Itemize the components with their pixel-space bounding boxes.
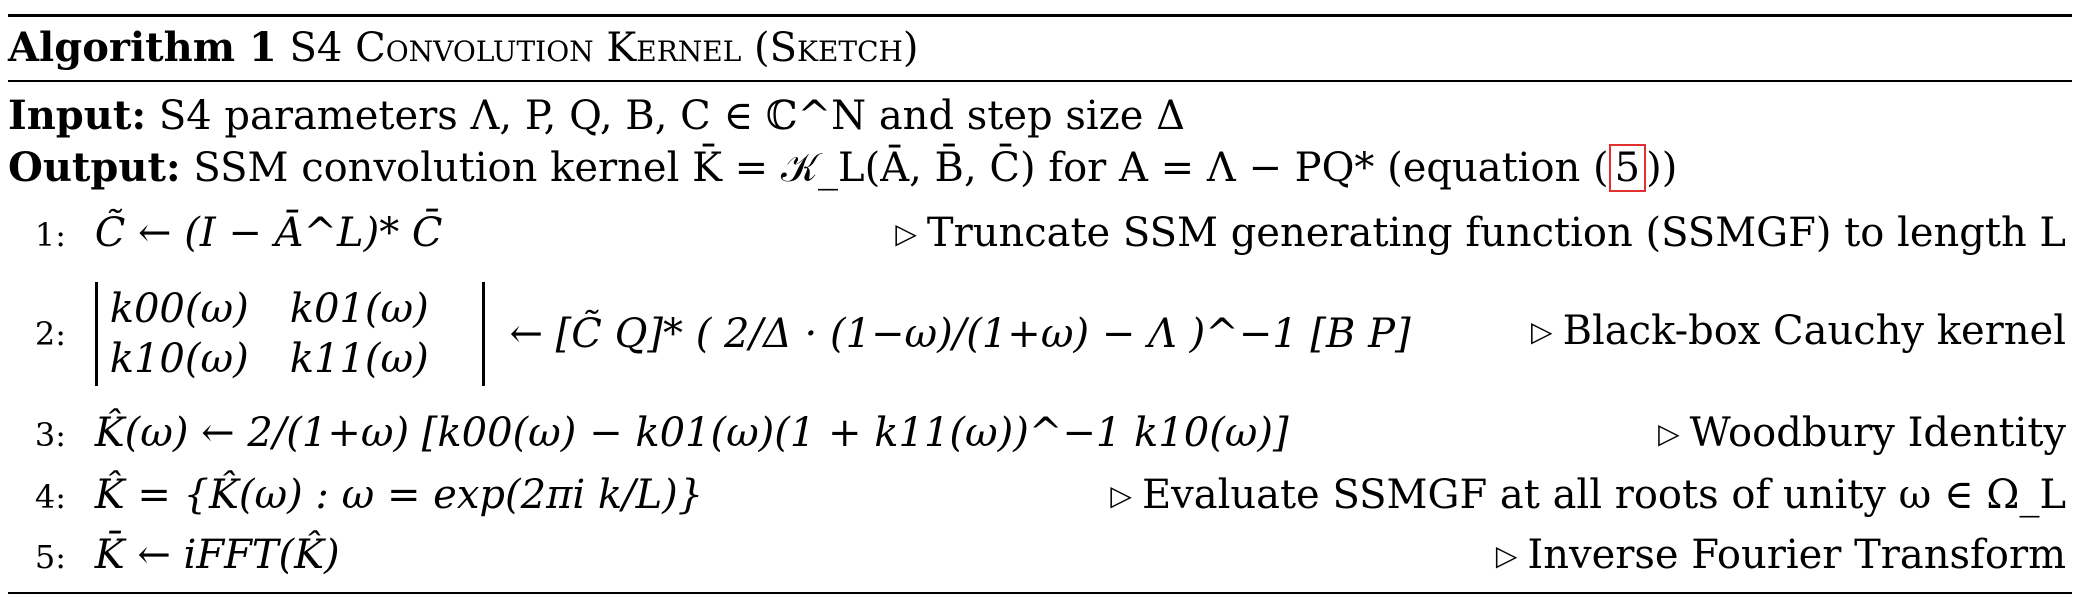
step-expression: C̃ ← (I − Ā^L)* C̄ xyxy=(94,210,443,256)
algorithm-label: Algorithm 1 xyxy=(8,24,277,71)
output-tail: )) xyxy=(1646,145,1678,191)
step-comment-text: Inverse Fourier Transform xyxy=(1527,532,2066,578)
algorithm-header: Algorithm 1 S4 Convolution Kernel (Sketc… xyxy=(8,24,919,71)
input-label: Input: xyxy=(8,92,147,139)
step-expression: K̂ = {K̂(ω) : ω = exp(2πi k/L)} xyxy=(94,472,704,518)
algorithm-title: S4 Convolution Kernel (Sketch) xyxy=(289,25,919,71)
step-comment: ▷ Woodbury Identity xyxy=(1658,410,2066,456)
step-comment: ▷ Inverse Fourier Transform xyxy=(1496,532,2066,578)
step-number: 2: xyxy=(34,315,66,353)
step-number: 5: xyxy=(34,538,66,576)
output-text: SSM convolution kernel K̄ = 𝒦_L(Ā, B̄, C… xyxy=(193,145,1609,191)
step-expression: ← [C̃ Q]* ( 2/Δ · (1−ω)/(1+ω) − Λ )^−1 [… xyxy=(509,311,1411,357)
matrix-cell: k00(ω) xyxy=(109,286,249,332)
comment-triangle-icon: ▷ xyxy=(1495,539,1518,572)
comment-triangle-icon: ▷ xyxy=(895,217,917,250)
step-3: 3: K̂(ω) ← 2/(1+ω) [k00(ω) − k01(ω)(1 + … xyxy=(8,410,2072,456)
bottom-rule xyxy=(8,592,2072,594)
step-5: 5: K̄ ← iFFT(K̂) ▷ Inverse Fourier Transf… xyxy=(8,532,2072,578)
step-number: 3: xyxy=(34,416,66,454)
output-line: Output: SSM convolution kernel K̄ = 𝒦_L(… xyxy=(8,144,2072,192)
equation-reference-link[interactable]: 5 xyxy=(1608,144,1647,192)
step-2: 2: k00(ω) k01(ω) k10(ω) k11(ω) ← [C̃ Q]* (… xyxy=(8,282,2072,392)
step-comment-text: Black-box Cauchy kernel xyxy=(1562,308,2066,354)
step-expression: K̂(ω) ← 2/(1+ω) [k00(ω) − k01(ω)(1 + k11… xyxy=(94,410,1289,456)
matrix-cell: k01(ω) xyxy=(289,286,429,332)
top-rule xyxy=(8,14,2072,17)
step-expression: K̄ ← iFFT(K̂) xyxy=(94,532,340,578)
comment-triangle-icon: ▷ xyxy=(1110,479,1132,512)
step-1: 1: C̃ ← (I − Ā^L)* C̄ ▷ Truncate SSM gene… xyxy=(8,210,2072,256)
matrix-row: k10(ω) k11(ω) xyxy=(110,334,470,384)
algorithm-box: Algorithm 1 S4 Convolution Kernel (Sketc… xyxy=(8,14,2072,594)
kernel-matrix: k00(ω) k01(ω) k10(ω) k11(ω) xyxy=(94,282,485,386)
output-label: Output: xyxy=(8,144,181,191)
matrix-cell: k10(ω) xyxy=(109,336,249,382)
input-text: S4 parameters Λ, P, Q, B, C ∈ ℂ^N and st… xyxy=(158,93,1186,139)
step-number: 4: xyxy=(34,478,66,516)
matrix-row: k00(ω) k01(ω) xyxy=(110,284,470,334)
step-comment-text: Evaluate SSMGF at all roots of unity ω ∈… xyxy=(1141,472,2066,518)
step-comment: ▷ Black-box Cauchy kernel xyxy=(1531,308,2066,354)
matrix-cell: k11(ω) xyxy=(289,336,429,382)
step-comment: ▷ Evaluate SSMGF at all roots of unity ω … xyxy=(1110,472,2066,518)
step-comment-text: Woodbury Identity xyxy=(1689,410,2066,456)
header-rule xyxy=(8,80,2072,82)
step-comment: ▷ Truncate SSM generating function (SSMGF… xyxy=(895,210,2066,256)
comment-triangle-icon: ▷ xyxy=(1531,315,1553,348)
step-number: 1: xyxy=(34,216,66,254)
step-comment-text: Truncate SSM generating function (SSMGF)… xyxy=(926,210,2066,256)
comment-triangle-icon: ▷ xyxy=(1658,417,1680,450)
step-4: 4: K̂ = {K̂(ω) : ω = exp(2πi k/L)} ▷ Eval… xyxy=(8,472,2072,518)
input-line: Input: S4 parameters Λ, P, Q, B, C ∈ ℂ^N… xyxy=(8,92,2072,139)
